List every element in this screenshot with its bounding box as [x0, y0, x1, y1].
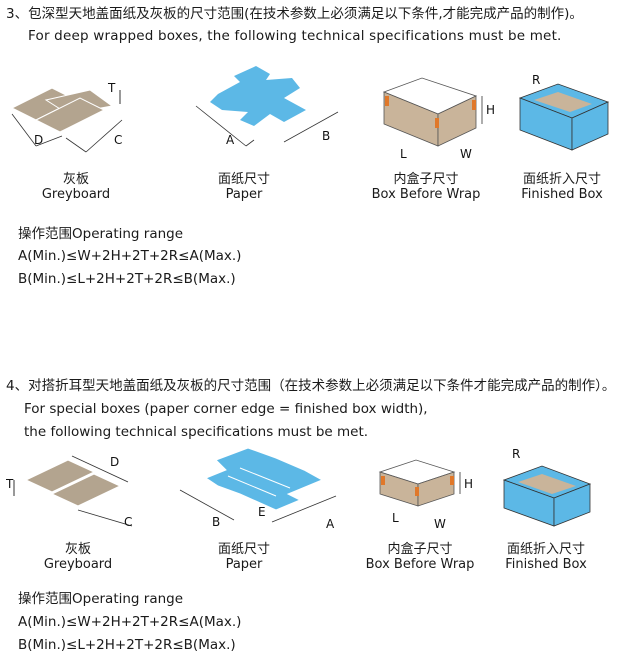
- inner-box-corner-1: [385, 96, 389, 106]
- greyboard-label-t: T: [107, 81, 116, 95]
- section3-greyboard-diagram: T D C: [10, 81, 122, 153]
- inner-box4-right-wall: [417, 471, 455, 507]
- section4-inner-box-diagram: H L W: [378, 459, 473, 531]
- paper-label-a: A: [226, 133, 235, 147]
- section3-formula-b: B(Min.)≤L+2H+2T+2R≤B(Max.): [18, 271, 236, 287]
- section4-subheading-1: For special boxes (paper corner edge = f…: [24, 401, 428, 417]
- finished-box-label-r: R: [532, 73, 540, 87]
- inner-box4-label-h: H: [464, 477, 473, 491]
- finished-box-front-right: [571, 101, 609, 151]
- greyboard4-label-c: C: [124, 515, 132, 529]
- inner-box-corner-3: [472, 100, 476, 110]
- paper-label-b: B: [322, 129, 330, 143]
- finished-box4-inner: [518, 474, 576, 494]
- finished-box4-label-r: R: [512, 447, 520, 461]
- paper4-label-a: A: [326, 517, 335, 531]
- section4-formula-b: B(Min.)≤L+2H+2T+2R≤B(Max.): [18, 637, 236, 653]
- inner-box-label-h: H: [486, 103, 495, 117]
- section4-heading: 4、对搭折耳型天地盖面纸及灰板的尺寸范围（在技术参数上必须满足以下条件才能完成产…: [6, 378, 616, 394]
- section3-inner-box-diagram: H L W: [382, 77, 495, 161]
- greyboard4-label-d: D: [110, 455, 119, 469]
- paper4-label-e: E: [258, 505, 266, 519]
- inner-box-corner-2: [435, 118, 439, 128]
- section3-operating-range-title: 操作范围Operating range: [18, 226, 184, 242]
- inner-box4-corner-1: [381, 476, 385, 485]
- greyboard4-label-t: T: [6, 477, 14, 491]
- greyboard-panel-bottom: [34, 97, 106, 133]
- section3-subheading: For deep wrapped boxes, the following te…: [28, 28, 562, 44]
- section3-finished-box-diagram: R: [518, 73, 610, 151]
- finished-box4-front-right: [553, 483, 591, 527]
- section4-formula-a: A(Min.)≤W+2H+2T+2R≤A(Max.): [18, 614, 242, 630]
- paper4-label-b: B: [212, 515, 220, 529]
- finished-box-inner: [534, 92, 592, 112]
- section4-finished-box-diagram: R: [502, 447, 592, 527]
- greyboard4-panel-1: [24, 459, 96, 493]
- paper4-shape: [204, 448, 324, 511]
- greyboard-label-d: D: [34, 133, 43, 147]
- inner-box4-label-l: L: [392, 511, 399, 525]
- paper-cross-shape: [210, 66, 306, 126]
- section4-subheading-2: the following technical specifications m…: [24, 424, 369, 440]
- greyboard4-panel-2: [50, 473, 122, 507]
- inner-box4-corner-2: [415, 487, 419, 496]
- section4-operating-range-title: 操作范围Operating range: [18, 591, 184, 607]
- inner-box-label-l: L: [400, 147, 407, 161]
- inner-box4-label-w: W: [434, 517, 446, 531]
- section4-paper-diagram: B E A: [179, 448, 337, 531]
- inner-box-label-w: W: [460, 147, 472, 161]
- section3-heading: 3、包深型天地盖面纸及灰板的尺寸范围(在技术参数上必须满足以下条件,才能完成产品…: [6, 6, 583, 22]
- section3-paper-diagram: A B: [195, 66, 339, 147]
- inner-box-right-wall: [437, 95, 477, 147]
- greyboard-label-c: C: [114, 133, 122, 147]
- inner-box4-corner-3: [450, 476, 454, 485]
- section4-greyboard-diagram: T D C: [6, 455, 132, 529]
- section3-formula-a: A(Min.)≤W+2H+2T+2R≤A(Max.): [18, 248, 242, 264]
